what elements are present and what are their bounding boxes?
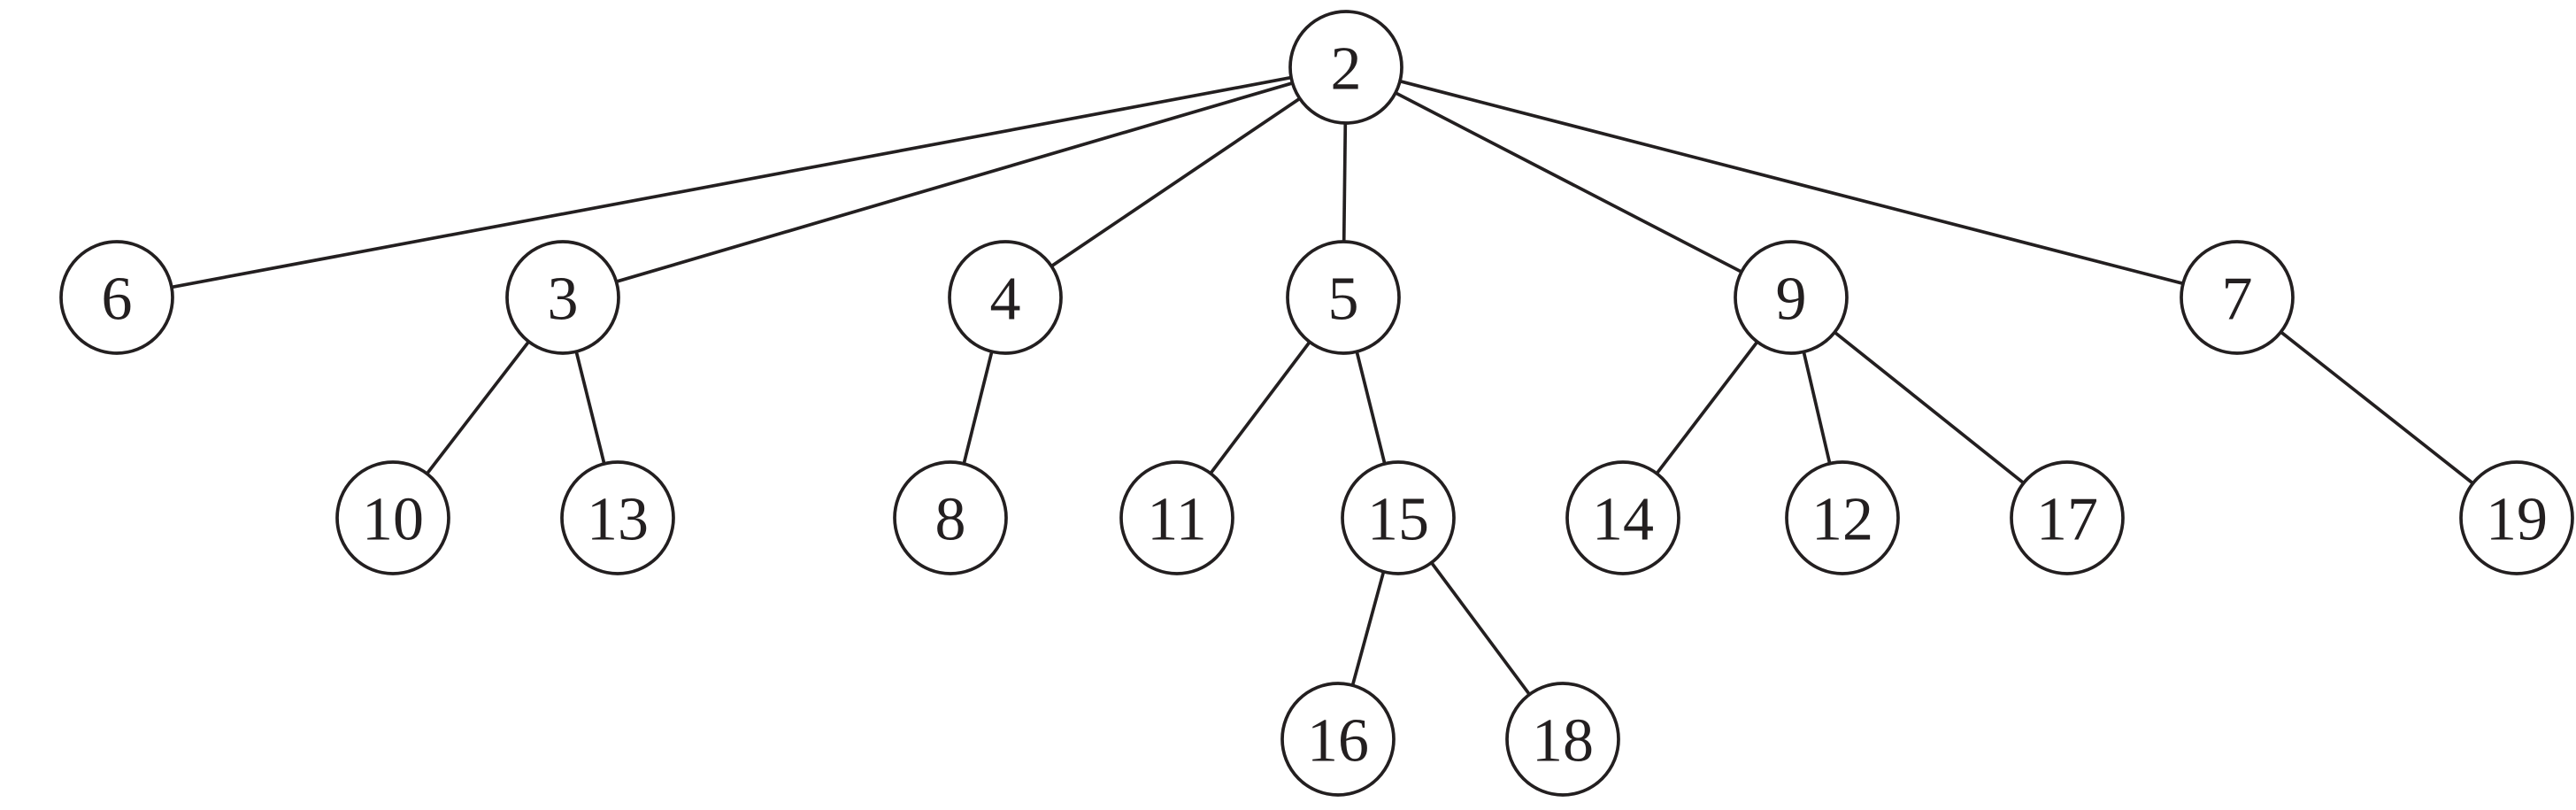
node-label: 3 — [548, 266, 579, 334]
edge-2-6 — [171, 75, 1292, 289]
node-label: 8 — [935, 486, 966, 554]
node-label: 11 — [1147, 486, 1206, 554]
node-circle — [1280, 682, 1396, 797]
node-label: 17 — [2036, 486, 2098, 554]
node-circle — [1785, 460, 1900, 575]
edge-4-8 — [962, 351, 994, 465]
edge-2-5 — [1342, 122, 1348, 243]
node-circle — [1505, 682, 1620, 797]
node-7: 7 — [2180, 240, 2295, 355]
edge-7-19 — [2280, 330, 2474, 485]
edge-2-9 — [1395, 91, 1742, 274]
node-8: 8 — [893, 460, 1008, 575]
edge-9-14 — [1655, 340, 1759, 475]
node-label: 16 — [1307, 707, 1369, 775]
edges-layer — [171, 75, 2474, 696]
edge-3-13 — [574, 351, 606, 465]
node-4: 4 — [948, 240, 1063, 355]
edge-15-18 — [1430, 561, 1531, 696]
node-label: 5 — [1328, 266, 1359, 334]
node-label: 13 — [587, 486, 649, 554]
node-9: 9 — [1734, 240, 1849, 355]
node-14: 14 — [1565, 460, 1680, 575]
node-2: 2 — [1288, 10, 1403, 125]
node-18: 18 — [1505, 682, 1620, 797]
node-circle — [2010, 460, 2125, 575]
node-circle — [505, 240, 620, 355]
node-5: 5 — [1286, 240, 1401, 355]
node-circle — [1119, 460, 1234, 575]
edge-9-17 — [1834, 330, 2025, 485]
node-label: 6 — [102, 266, 133, 334]
edge-15-16 — [1350, 571, 1386, 686]
node-circle — [560, 460, 675, 575]
node-circle — [1288, 10, 1403, 125]
node-17: 17 — [2010, 460, 2125, 575]
node-3: 3 — [505, 240, 620, 355]
node-circle — [893, 460, 1008, 575]
node-15: 15 — [1341, 460, 1456, 575]
edge-3-10 — [426, 340, 530, 475]
node-circle — [1286, 240, 1401, 355]
nodes-layer: 2 6 3 4 5 9 7 10 13 8 11 15 14 12 17 19 16 18 — [59, 10, 2574, 797]
node-6: 6 — [59, 240, 174, 355]
node-circle — [59, 240, 174, 355]
node-label: 15 — [1367, 486, 1429, 554]
edge-2-7 — [1399, 79, 2184, 286]
node-label: 14 — [1592, 486, 1654, 554]
node-13: 13 — [560, 460, 675, 575]
node-label: 2 — [1331, 35, 1362, 104]
node-label: 12 — [1811, 486, 1873, 554]
node-circle — [1341, 460, 1456, 575]
node-label: 4 — [990, 266, 1021, 334]
node-circle — [1565, 460, 1680, 575]
node-circle — [1734, 240, 1849, 355]
edge-5-15 — [1355, 351, 1387, 465]
node-label: 10 — [362, 486, 424, 554]
node-label: 19 — [2486, 486, 2548, 554]
node-label: 18 — [1532, 707, 1594, 775]
edge-2-3 — [615, 81, 1294, 283]
edge-2-4 — [1050, 96, 1301, 268]
node-label: 7 — [2222, 266, 2253, 334]
node-12: 12 — [1785, 460, 1900, 575]
node-16: 16 — [1280, 682, 1396, 797]
node-19: 19 — [2459, 460, 2574, 575]
node-circle — [948, 240, 1063, 355]
node-10: 10 — [335, 460, 450, 575]
edge-9-12 — [1802, 351, 1832, 465]
node-circle — [335, 460, 450, 575]
edge-5-11 — [1209, 341, 1311, 474]
node-11: 11 — [1119, 460, 1234, 575]
node-label: 9 — [1776, 266, 1807, 334]
node-circle — [2180, 240, 2295, 355]
node-circle — [2459, 460, 2574, 575]
